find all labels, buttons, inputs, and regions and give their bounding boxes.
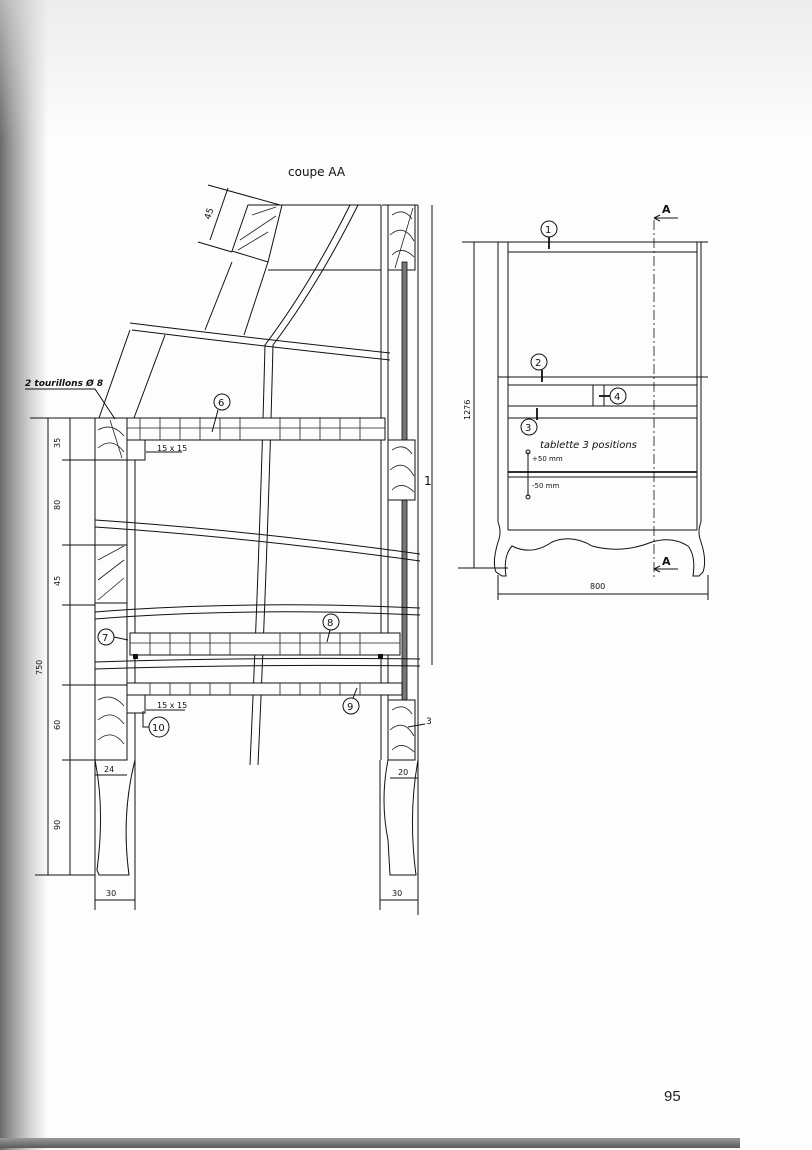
callout-1: 1 [540,220,558,249]
svg-text:3: 3 [525,423,531,434]
dim-leg: 90 [53,820,62,830]
dimensions-bottom: 24 20 30 30 [94,760,419,915]
dim-bottom-rail: 60 [53,720,62,730]
dim-back-rail: 45 [203,207,216,221]
dim-height: 1276 [463,400,472,420]
shelf-9 [126,682,403,696]
callout-6: 6 [211,393,231,433]
svg-text:8: 8 [327,618,333,629]
dim-gap: 80 [53,500,62,510]
back-post [380,204,433,876]
svg-text:A: A [662,203,671,216]
part-1-label: 1 [424,474,432,488]
front-view: A A 1 2 3 4 tablette 3 positions +50 mm … [458,203,709,600]
svg-text:A: A [662,555,671,568]
callout-4: 4 [599,387,627,405]
dim-back-thickness: 20 [398,768,408,777]
callout-3: 3 [520,408,538,436]
svg-text:7: 7 [102,633,108,644]
dowels-note: 2 tourillons Ø 8 [25,378,103,389]
section-marker-bottom: A [653,555,678,573]
dim-back-leg-width: 30 [392,889,402,898]
dim-mid-rail: 45 [53,576,62,586]
page-number: 95 [664,1088,681,1105]
dim-front-leg-width: 30 [106,889,116,898]
shelf-up-note: +50 mm [532,455,563,463]
scan-top-shadow [0,0,812,140]
callout-9: 9 [342,687,360,715]
front-post [94,417,146,876]
shelf-note: tablette 3 positions [540,440,637,451]
shelf-6 [126,417,386,441]
dimensions-left: 35 80 45 750 60 90 [30,417,95,876]
svg-text:1: 1 [545,225,551,236]
dim-front-thickness: 24 [104,765,114,774]
svg-text:4: 4 [614,392,620,403]
backrest-top: 45 [98,184,381,419]
svg-text:6: 6 [218,398,224,409]
callout-8: 8 [322,613,340,643]
shelf-down-note: -50 mm [532,482,559,490]
cleat-top-note: 15 x 15 [157,444,187,453]
dim-top-rail: 35 [53,438,62,448]
callout-2: 2 [530,353,548,382]
part-3-label: 3 [426,717,432,727]
section-title: coupe AA [288,165,346,179]
svg-text:9: 9 [347,702,353,713]
cleat-bottom-note: 15 x 15 [157,701,187,710]
callout-7: 7 [97,628,129,646]
dim-width: 800 [590,582,605,591]
dim-total-height: 750 [35,660,44,675]
section-marker-top: A [653,203,678,222]
callout-10: 10 [142,711,170,738]
break-lines [94,204,421,766]
svg-text:2: 2 [535,358,541,369]
scan-binding-shadow [0,0,48,1150]
svg-text:10: 10 [152,723,165,734]
shelf-8 [129,632,401,659]
scan-bottom-edge [0,1138,740,1148]
section-view: 45 [25,184,433,915]
